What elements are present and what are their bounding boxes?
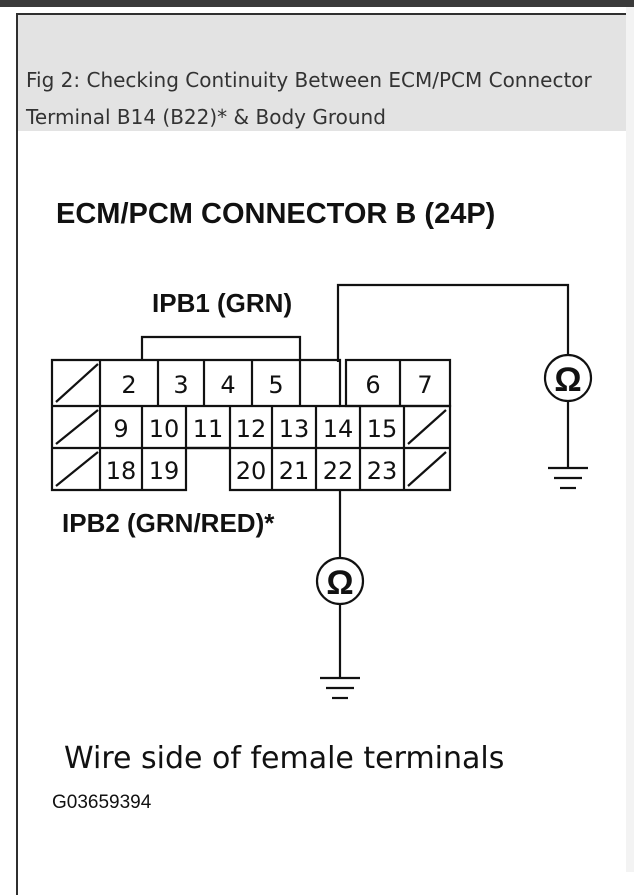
- lower-ground-icon: [320, 676, 360, 700]
- wire-side-note: Wire side of female terminals: [64, 741, 504, 776]
- lower-ohm-symbol: Ω: [326, 564, 353, 602]
- upper-ohmmeter-icon: [543, 353, 593, 403]
- connector-block-right: [344, 358, 452, 408]
- content-frame: [16, 13, 634, 895]
- pin-label: 12: [236, 415, 267, 443]
- pin-label: 23: [367, 457, 398, 485]
- pin-label: 9: [113, 415, 128, 443]
- blank-cell-17: [55, 451, 99, 487]
- pin-label: 7: [417, 371, 432, 399]
- pin-label: 4: [220, 371, 235, 399]
- pin-label: 6: [365, 371, 380, 399]
- pin-label: 15: [367, 415, 398, 443]
- pin-label: 22: [323, 457, 354, 485]
- blank-cell-8: [55, 409, 99, 445]
- upper-ground-icon: [548, 466, 588, 490]
- blank-cell-16: [407, 409, 447, 445]
- pin-label: 13: [279, 415, 310, 443]
- pin-label: 21: [279, 457, 310, 485]
- window-top-bar: [0, 0, 634, 7]
- connector-diagram: Ω Ω ECM/PCM CONNECTOR B (24P) IPB1 (GRN)…: [50, 198, 593, 813]
- upper-ohm-symbol: Ω: [554, 361, 581, 399]
- pin-label: 5: [268, 371, 283, 399]
- pin-label: 3: [173, 371, 188, 399]
- pin-label: 18: [106, 457, 137, 485]
- ipb1-bracket: [140, 335, 302, 360]
- pin-label: 10: [149, 415, 180, 443]
- ipb1-label: IPB1 (GRN): [152, 288, 292, 318]
- pin-label: 14: [323, 415, 354, 443]
- connector-title: ECM/PCM CONNECTOR B (24P): [56, 198, 495, 230]
- scrollbar[interactable]: [626, 7, 634, 872]
- pin-label: 19: [149, 457, 180, 485]
- figure-id: G03659394: [52, 792, 152, 813]
- figure-caption-panel: [18, 15, 634, 131]
- blank-cell-24: [407, 451, 447, 487]
- blank-cell-1: [55, 363, 99, 403]
- figure-caption: Fig 2: Checking Continuity Between ECM/P…: [26, 68, 592, 129]
- ipb2-label: IPB2 (GRN/RED)*: [62, 508, 275, 538]
- wire-terminal-14: [336, 283, 570, 362]
- pin-label: 11: [193, 415, 224, 443]
- pin-label: 2: [121, 371, 136, 399]
- pin-label: 20: [236, 457, 267, 485]
